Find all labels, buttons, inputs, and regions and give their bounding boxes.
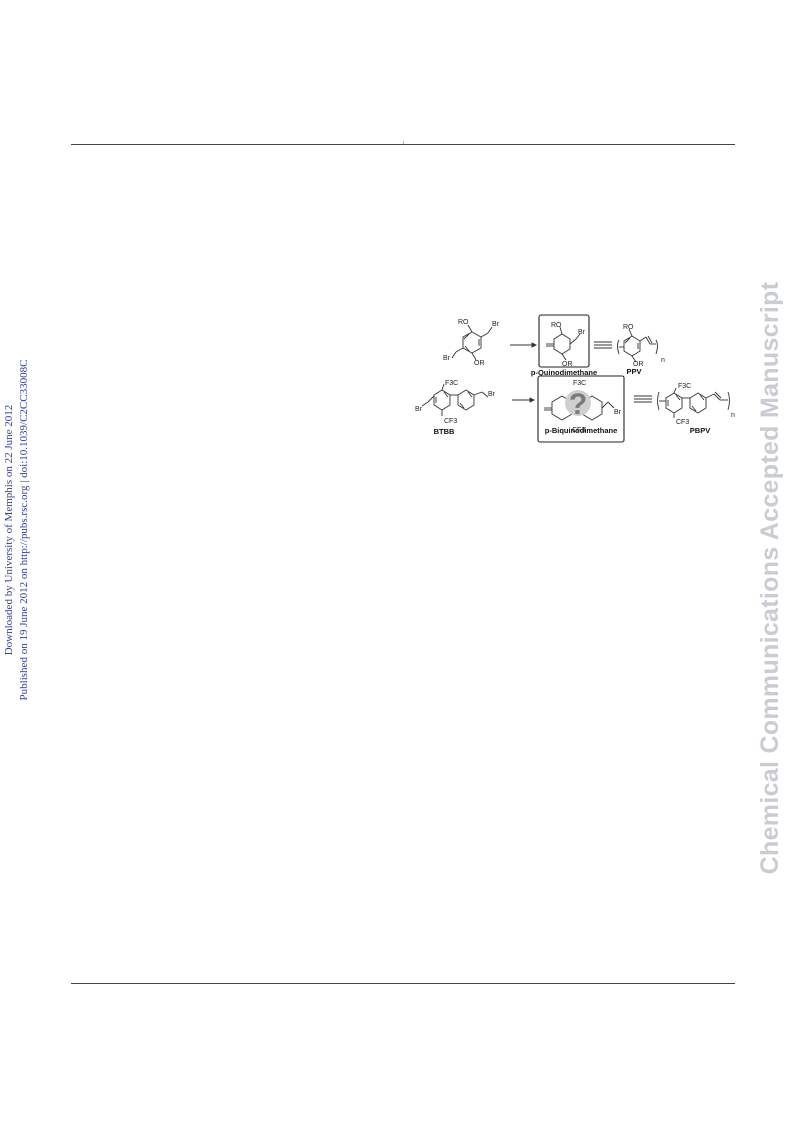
polymerization-arrow-2 bbox=[634, 395, 652, 403]
br-label-1: Br bbox=[492, 321, 500, 328]
polymerization-arrow-1 bbox=[594, 341, 612, 349]
n-label-1: n bbox=[661, 357, 665, 364]
question-circle bbox=[565, 390, 591, 416]
cf3-label-3: CF3 bbox=[676, 419, 689, 426]
quinodimethane-box bbox=[538, 314, 590, 368]
ro-label-3: RO bbox=[623, 324, 634, 331]
btbb-label: BTBB bbox=[434, 427, 455, 436]
ro-label-2: RO bbox=[551, 322, 562, 329]
f3c-label-1: F3C bbox=[445, 380, 458, 387]
accepted-manuscript-watermark: Chemical Communications Accepted Manuscr… bbox=[756, 281, 784, 875]
biquinodimethane-label: p-Biquinodimethane bbox=[545, 426, 618, 435]
br-label-4: Br bbox=[415, 406, 423, 413]
f3c-label-3: F3C bbox=[678, 383, 691, 390]
biquinodimethane-box bbox=[537, 375, 625, 443]
ppv-label: PPV bbox=[626, 367, 641, 376]
or-label-2: OR bbox=[562, 361, 573, 368]
header-rule bbox=[71, 144, 735, 145]
br-label-6: Br bbox=[614, 409, 622, 416]
quinodimethane-label: p-Quinodimethane bbox=[531, 368, 597, 377]
f3c-label-2: F3C bbox=[573, 380, 586, 387]
br-label-3: Br bbox=[578, 329, 586, 336]
question-mark-icon: ? bbox=[569, 388, 587, 421]
footer-rule bbox=[71, 983, 735, 984]
ro-label-1: RO bbox=[458, 319, 469, 326]
monomer-ppv-precursor bbox=[451, 324, 493, 361]
or-label-3: OR bbox=[633, 361, 644, 368]
cf3-label-2: CF3 bbox=[572, 427, 585, 434]
br-label-5: Br bbox=[488, 391, 496, 398]
publication-info-line[interactable]: Published on 19 June 2012 on http://pubs… bbox=[18, 359, 30, 701]
pbpv-polymer-structure bbox=[657, 387, 730, 418]
quinodimethane-structure bbox=[546, 326, 581, 361]
br-label-2: Br bbox=[443, 355, 451, 362]
pbpv-label: PBPV bbox=[690, 426, 710, 435]
cf3-label-1: CF3 bbox=[444, 418, 457, 425]
reaction-scheme: RO OR Br Br RO OR Br RO OR n Br Br F3C C… bbox=[415, 314, 735, 443]
monomer-btbb bbox=[421, 383, 489, 416]
ppv-polymer-structure bbox=[617, 328, 658, 363]
n-label-2: n bbox=[731, 412, 735, 419]
or-label-1: OR bbox=[474, 360, 485, 367]
header-center-tick bbox=[403, 141, 404, 144]
sidebar-publication-info: Downloaded by University of Memphis on 2… bbox=[2, 190, 42, 870]
download-info-line: Downloaded by University of Memphis on 2… bbox=[3, 404, 15, 656]
